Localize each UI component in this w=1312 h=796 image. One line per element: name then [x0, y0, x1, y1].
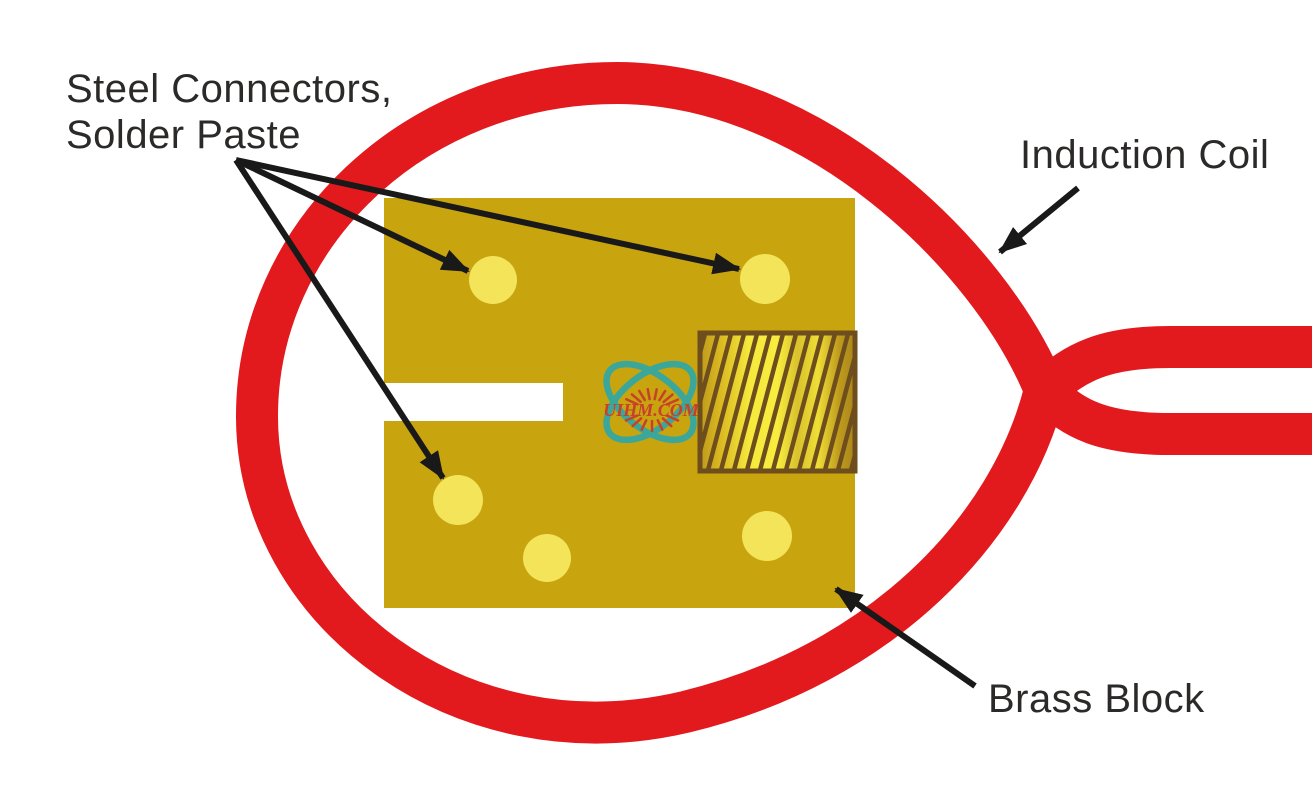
steel-connectors-label-line1: Steel Connectors, — [66, 67, 393, 111]
hatched-region-border — [697, 330, 858, 474]
induction-coil — [235, 61, 1312, 744]
steel-connectors-label-line2: Solder Paste — [66, 113, 302, 157]
arrow-to-coil — [998, 185, 1080, 255]
watermark-orbit-icon — [603, 360, 697, 444]
steel-connectors-label: Steel Connectors, Solder Paste — [66, 66, 392, 158]
solder-pad — [469, 256, 517, 304]
solder-pad — [740, 254, 790, 304]
arrow-to-pad-mid-left — [233, 158, 446, 480]
induction-coil-label: Induction Coil — [1020, 133, 1270, 177]
annotation-arrows — [233, 157, 1080, 689]
hatched-region — [697, 330, 858, 474]
solder-pads — [433, 254, 792, 582]
solder-pad — [523, 534, 571, 582]
arrow-to-brass-block — [834, 586, 977, 689]
brass-block-label: Brass Block — [988, 677, 1205, 721]
watermark-text: UIHM.COM — [603, 400, 700, 420]
solder-pad — [742, 511, 792, 561]
hatch-lines — [700, 333, 855, 471]
watermark-sunburst-icon — [624, 387, 680, 433]
solder-pad — [433, 475, 483, 525]
arrow-to-pad-top-left — [234, 157, 470, 274]
arrow-to-pad-top-right — [235, 157, 741, 275]
brass-block-slot — [384, 383, 563, 421]
watermark-logo: UIHM.COM — [603, 360, 700, 444]
